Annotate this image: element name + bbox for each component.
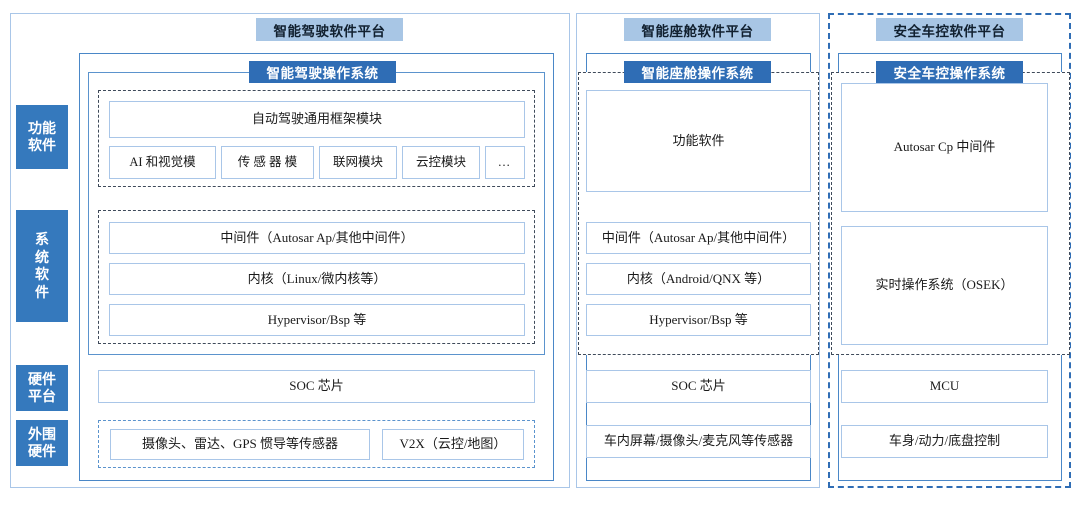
function-module-ai-vision: AI 和视觉模 bbox=[109, 146, 216, 179]
v2x-intelligent-driving: V2X（云控/地图） bbox=[382, 429, 524, 460]
sensors-intelligent-driving: 摄像头、雷达、GPS 惯导等传感器 bbox=[110, 429, 370, 460]
row-label-line: 系 bbox=[35, 231, 49, 247]
row-label-function-software: 功能 软件 bbox=[16, 105, 68, 169]
function-module-sensor: 传 感 器 模 bbox=[221, 146, 314, 179]
row-label-line: 外围 bbox=[28, 425, 56, 442]
hypervisor-intelligent-driving: Hypervisor/Bsp 等 bbox=[109, 304, 525, 336]
kernel-intelligent-driving: 内核（Linux/微内核等） bbox=[109, 263, 525, 295]
row-label-peripheral-hardware: 外围 硬件 bbox=[16, 420, 68, 466]
kernel-intelligent-cockpit: 内核（Android/QNX 等） bbox=[586, 263, 811, 295]
middleware-intelligent-driving: 中间件（Autosar Ap/其他中间件） bbox=[109, 222, 525, 254]
body-powertrain-chassis-control: 车身/动力/底盘控制 bbox=[841, 425, 1048, 458]
row-label-line: 软件 bbox=[28, 137, 56, 153]
platform-title-intelligent-cockpit: 智能座舱软件平台 bbox=[624, 18, 771, 41]
row-label-system-software: 系 统 软 件 bbox=[16, 210, 68, 322]
row-label-line: 硬件 bbox=[28, 443, 56, 459]
middleware-intelligent-cockpit: 中间件（Autosar Ap/其他中间件） bbox=[586, 222, 811, 254]
platform-title-intelligent-driving: 智能驾驶软件平台 bbox=[256, 18, 403, 41]
sensors-intelligent-cockpit: 车内屏幕/摄像头/麦克风等传感器 bbox=[586, 425, 811, 458]
autosar-cp-middleware-safety-vehicle-control: Autosar Cp 中间件 bbox=[841, 83, 1048, 212]
soc-chip-intelligent-cockpit: SOC 芯片 bbox=[586, 370, 811, 403]
row-label-line: 功能 bbox=[28, 119, 56, 136]
hypervisor-intelligent-cockpit: Hypervisor/Bsp 等 bbox=[586, 304, 811, 336]
framework-module-intelligent-driving: 自动驾驶通用框架模块 bbox=[109, 101, 525, 138]
function-software-intelligent-cockpit: 功能软件 bbox=[586, 90, 811, 192]
platform-title-safety-vehicle-control: 安全车控软件平台 bbox=[876, 18, 1023, 41]
row-label-line: 件 bbox=[35, 283, 49, 300]
rtos-safety-vehicle-control: 实时操作系统（OSEK） bbox=[841, 226, 1048, 345]
row-label-line: 平台 bbox=[28, 388, 56, 404]
os-title-intelligent-cockpit: 智能座舱操作系统 bbox=[624, 61, 771, 83]
row-label-hardware-platform: 硬件 平台 bbox=[16, 365, 68, 411]
function-module-cloud-control: 云控模块 bbox=[402, 146, 480, 179]
soc-chip-intelligent-driving: SOC 芯片 bbox=[98, 370, 535, 403]
row-label-line: 硬件 bbox=[28, 370, 56, 387]
row-label-line: 统 bbox=[35, 248, 49, 265]
os-title-safety-vehicle-control: 安全车控操作系统 bbox=[876, 61, 1023, 83]
function-module-more[interactable]: … bbox=[485, 146, 525, 179]
function-module-network: 联网模块 bbox=[319, 146, 397, 179]
mcu-safety-vehicle-control: MCU bbox=[841, 370, 1048, 403]
row-label-line: 软 bbox=[35, 266, 49, 282]
os-title-intelligent-driving: 智能驾驶操作系统 bbox=[249, 61, 396, 83]
